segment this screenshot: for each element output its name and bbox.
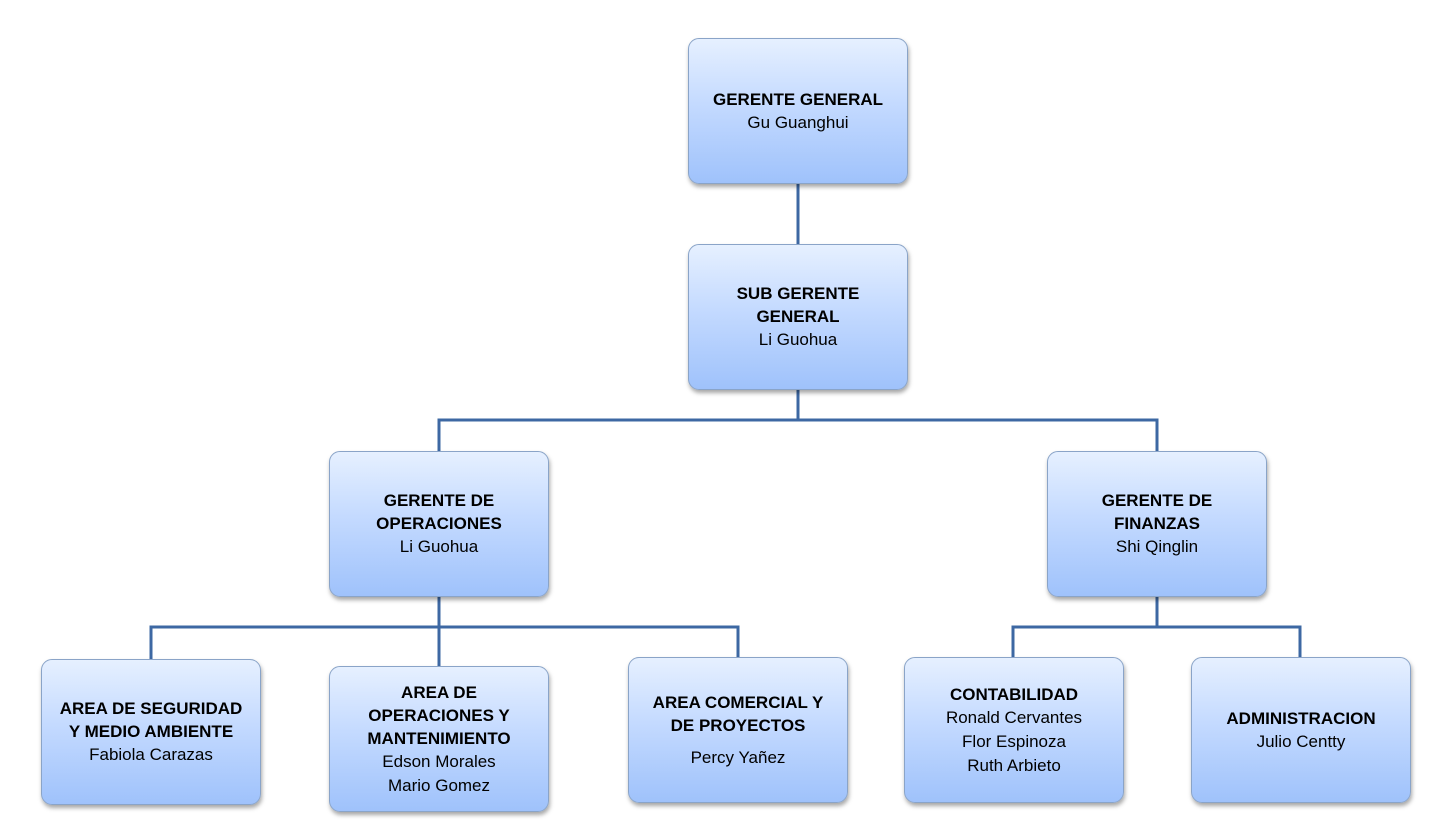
- node-person: Fabiola Carazas: [89, 745, 213, 764]
- node-person: Edson Morales: [382, 751, 496, 771]
- node-person: Flor Espinoza: [962, 731, 1066, 751]
- node-person: Julio Centty: [1256, 731, 1346, 751]
- node-role-line: AREA COMERCIAL Y: [652, 692, 824, 712]
- node-role-line: GERENTE DE: [1101, 491, 1213, 510]
- node-role-line: FINANZAS: [1114, 514, 1200, 533]
- node-contabilidad: CONTABILIDAD Ronald Cervantes Flor Espin…: [904, 657, 1124, 803]
- node-role: GERENTE GENERAL: [712, 89, 884, 109]
- node-gerente-general: GERENTE GENERAL Gu Guanghui: [688, 38, 908, 184]
- node-person: Ruth Arbieto: [967, 755, 1061, 775]
- node-role-line: AREA DE: [401, 682, 477, 702]
- node-sub-gerente-general: SUB GERENTE GENERAL Li Guohua: [688, 244, 908, 390]
- node-person: Gu Guanghui: [747, 112, 849, 132]
- node-person: Percy Yañez: [690, 747, 786, 767]
- node-person: Shi Qinglin: [1115, 537, 1199, 556]
- node-role-line: GERENTE DE: [383, 491, 495, 510]
- node-role: CONTABILIDAD: [949, 684, 1079, 704]
- node-person: Li Guohua: [758, 330, 838, 349]
- node-role-line: GENERAL: [756, 307, 840, 326]
- node-person: Li Guohua: [399, 537, 479, 556]
- node-person: Mario Gomez: [387, 775, 491, 795]
- node-role: ADMINISTRACION: [1226, 708, 1376, 728]
- node-role-line: MANTENIMIENTO: [367, 728, 511, 748]
- node-role-line: SUB GERENTE: [736, 284, 860, 303]
- node-role-line: OPERACIONES: [376, 514, 502, 533]
- node-role-line: AREA DE SEGURIDAD: [59, 699, 243, 718]
- node-area-seguridad: AREA DE SEGURIDAD Y MEDIO AMBIENTE Fabio…: [41, 659, 261, 805]
- node-role-line: OPERACIONES Y: [368, 705, 510, 725]
- node-area-operaciones-mantenimiento: AREA DE OPERACIONES Y MANTENIMIENTO Edso…: [329, 666, 549, 812]
- node-gerente-finanzas: GERENTE DE FINANZAS Shi Qinglin: [1047, 451, 1267, 597]
- node-administracion: ADMINISTRACION Julio Centty: [1191, 657, 1411, 803]
- node-area-comercial: AREA COMERCIAL Y DE PROYECTOS Percy Yañe…: [628, 657, 848, 803]
- node-person: Ronald Cervantes: [945, 707, 1083, 727]
- node-role-line: DE PROYECTOS: [670, 715, 806, 735]
- node-role-line: Y MEDIO AMBIENTE: [68, 722, 234, 741]
- node-gerente-operaciones: GERENTE DE OPERACIONES Li Guohua: [329, 451, 549, 597]
